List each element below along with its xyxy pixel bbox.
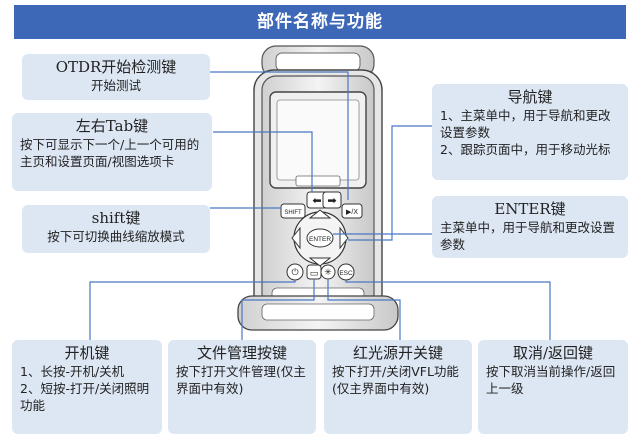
nav-up-key[interactable]	[308, 209, 332, 219]
vfl-label: 红光源开关键 按下打开/关闭VFL功能(仅主界面中有效)	[324, 340, 472, 434]
enter-key-label: ENTER	[309, 236, 331, 243]
shift-heading: shift键	[91, 209, 141, 227]
svg-text:➡: ➡	[327, 194, 336, 207]
power-line1: 1、长按-开机/关机	[20, 364, 125, 379]
nav-label: 导航键 1、主菜单中，用于导航和更改设置参数 2、跟踪页面中，用于移动光标	[432, 84, 628, 180]
connector-power	[89, 280, 296, 340]
otdr-heading: OTDR开始检测键	[55, 58, 177, 76]
vfl-desc: 按下打开/关闭VFL功能(仅主界面中有效)	[332, 364, 459, 396]
back-heading: 取消/返回键	[512, 344, 594, 362]
otdr-start-key-label: ▶/X	[346, 209, 358, 216]
back-label: 取消/返回键 按下取消当前操作/返回上一级	[478, 340, 628, 434]
tab-heading: 左右Tab键	[75, 117, 149, 135]
folder-icon: ▭	[310, 269, 319, 279]
otdr-start-key[interactable]	[341, 203, 363, 219]
shift-desc: 按下可切换曲线缩放模式	[47, 229, 185, 244]
esc-key-label: ESC	[339, 270, 353, 277]
file-heading: 文件管理按键	[196, 344, 287, 362]
connector-back	[345, 280, 551, 340]
nav-left-key[interactable]	[291, 226, 301, 250]
connector-tab	[213, 131, 313, 192]
tab-right-key[interactable]	[322, 191, 342, 209]
tab-desc: 按下可显示下一个/上一个可用的主页和设置页面/视图选项卡	[20, 137, 200, 169]
tab-label: 左右Tab键 按下可显示下一个/上一个可用的主页和设置页面/视图选项卡	[12, 113, 212, 191]
enter-label: ENTER键 主菜单中，用于导航和更改设置参数	[432, 196, 628, 258]
nav-heading: 导航键	[507, 88, 553, 106]
otdr-desc: 开始测试	[90, 78, 141, 93]
back-desc: 按下取消当前操作/返回上一级	[486, 364, 616, 396]
file-desc: 按下打开文件管理(仅主界面中有效)	[176, 364, 306, 396]
diagram-title: 部件名称与功能	[14, 5, 626, 39]
file-label: 文件管理按键 按下打开文件管理(仅主界面中有效)	[168, 340, 316, 434]
enter-key[interactable]	[306, 228, 334, 248]
svg-text:⬅: ⬅	[312, 194, 321, 207]
connector-nav	[348, 125, 432, 241]
power-heading: 开机键	[64, 344, 110, 362]
connector-file	[241, 279, 315, 340]
vfl-heading: 红光源开关键	[352, 344, 443, 362]
nav-line1: 1、主菜单中，用于导航和更改设置参数	[440, 108, 611, 140]
shift-key[interactable]	[280, 203, 306, 219]
shift-label: shift键 按下可切换曲线缩放模式	[22, 205, 210, 253]
connector-vfl	[327, 279, 401, 340]
shift-key-label: SHIFT	[284, 210, 302, 216]
otdr-label: OTDR开始检测键 开始测试	[22, 54, 210, 100]
power-line2: 2、短按-打开/关闭照明功能	[20, 381, 150, 413]
nav-right-key[interactable]	[339, 226, 349, 250]
power-label: 开机键 1、长按-开机/关机 2、短按-打开/关闭照明功能	[12, 340, 162, 434]
enter-desc: 主菜单中，用于导航和更改设置参数	[440, 220, 616, 252]
nav-line2: 2、跟踪页面中，用于移动光标	[440, 142, 611, 157]
power-icon: ⏻	[291, 267, 298, 278]
connector-otdr	[210, 71, 349, 200]
light-icon: ✳	[324, 268, 332, 278]
enter-heading: ENTER键	[494, 200, 566, 218]
nav-down-key[interactable]	[308, 257, 332, 267]
